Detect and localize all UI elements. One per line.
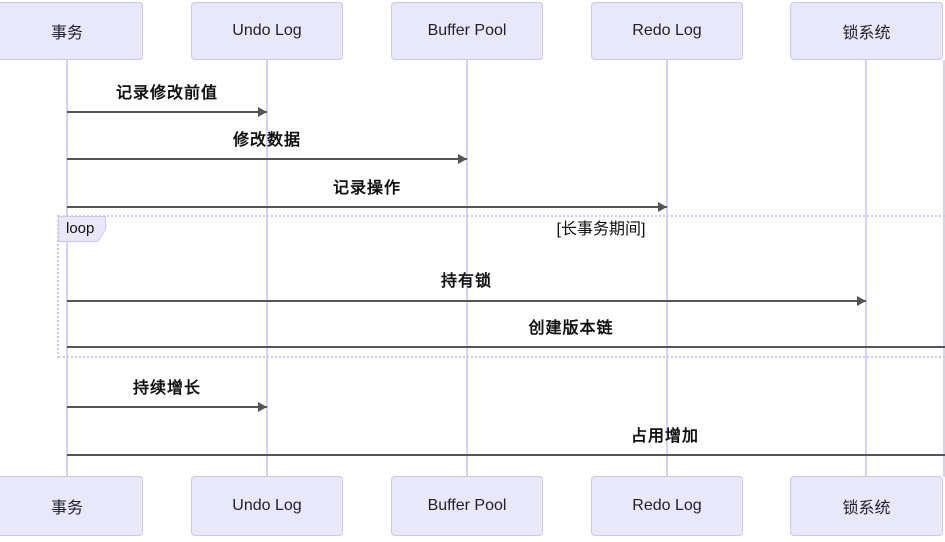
message-4-label: 持有锁 (440, 273, 492, 290)
actor-label: Undo Log (232, 22, 302, 39)
actor-top-redo-log: Redo Log (591, 2, 743, 60)
loop-frame-left (57, 215, 59, 358)
loop-frame-top (58, 215, 945, 217)
loop-condition-label: [长事务期间] (556, 221, 646, 238)
message-6-line (67, 406, 267, 408)
lifeline-redo-log (666, 60, 668, 477)
actor-label: Buffer Pool (427, 22, 507, 39)
actor-top-transaction: 事务 (0, 2, 143, 60)
actor-bottom-transaction: 事务 (0, 476, 143, 536)
actor-label: Redo Log (632, 22, 702, 39)
message-2-arrowhead-icon (458, 154, 467, 164)
message-7-line (67, 454, 945, 456)
actor-label: Redo Log (632, 497, 702, 514)
message-5-line (67, 346, 945, 348)
loop-keyword-badge (58, 216, 106, 242)
actor-bottom-buffer-pool: Buffer Pool (391, 476, 543, 536)
actor-label: Undo Log (232, 497, 302, 514)
message-4-arrowhead-icon (857, 296, 866, 306)
message-6-label: 持续增长 (132, 380, 201, 397)
actor-label: Buffer Pool (427, 497, 507, 514)
actor-top-undo-log: Undo Log (191, 2, 343, 60)
lifeline-transaction (66, 60, 68, 477)
message-7-label: 占用增加 (630, 428, 699, 445)
actor-label: 锁系统 (842, 500, 891, 517)
message-1-line (67, 111, 267, 113)
lifeline-buffer-pool (466, 60, 468, 477)
message-1-label: 记录修改前值 (115, 85, 218, 102)
loop-frame-bottom (58, 356, 945, 358)
actor-top-lock-system: 锁系统 (790, 2, 943, 60)
message-4-line (67, 300, 866, 302)
actor-label: 事务 (50, 25, 83, 42)
message-5-label: 创建版本链 (528, 320, 614, 337)
lifeline-lock-system (865, 60, 867, 477)
actor-label: 事务 (50, 500, 83, 517)
loop-keyword-badge-fill (59, 217, 105, 241)
actor-bottom-undo-log: Undo Log (191, 476, 343, 536)
actor-bottom-lock-system: 锁系统 (790, 476, 943, 536)
lifeline-undo-log (266, 60, 268, 477)
loop-keyword-label: loop (66, 220, 95, 237)
message-3-line (67, 206, 667, 208)
message-3-arrowhead-icon (658, 202, 667, 212)
message-2-line (67, 158, 467, 160)
message-2-label: 修改数据 (232, 132, 301, 149)
message-6-arrowhead-icon (258, 402, 267, 412)
actor-top-buffer-pool: Buffer Pool (391, 2, 543, 60)
actor-label: 锁系统 (842, 25, 891, 42)
lifeline-offscreen-participant (943, 60, 945, 477)
message-1-arrowhead-icon (258, 107, 267, 117)
message-3-label: 记录操作 (332, 180, 401, 197)
actor-bottom-redo-log: Redo Log (591, 476, 743, 536)
